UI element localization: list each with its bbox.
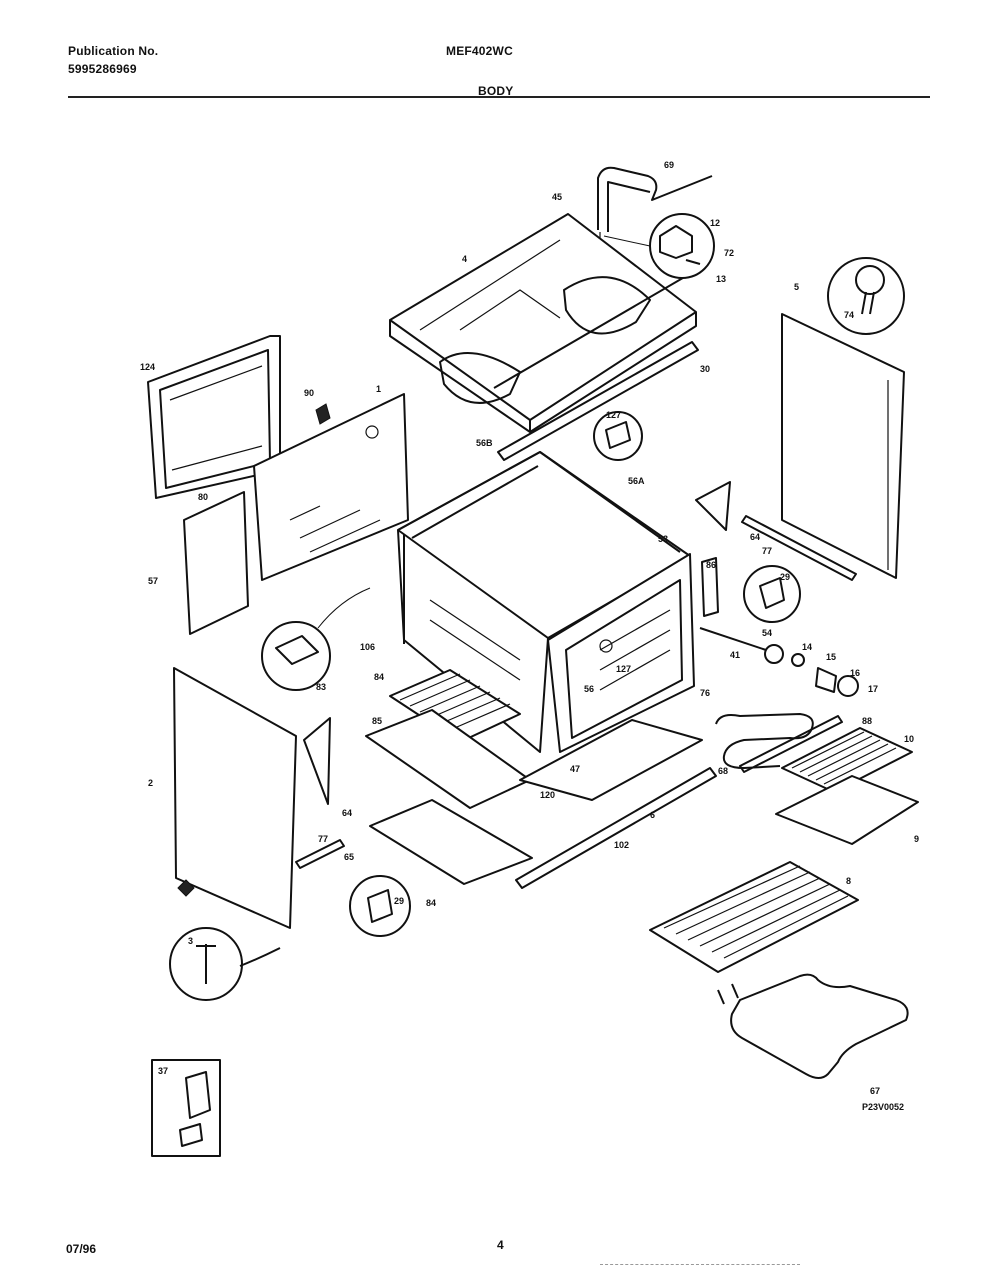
callout-10: 10 bbox=[904, 734, 914, 744]
part-oven-bottom bbox=[519, 719, 703, 801]
part-bake-element bbox=[730, 973, 909, 1079]
footer-page-number: 4 bbox=[497, 1238, 504, 1252]
part-broil-element bbox=[715, 713, 814, 769]
callout-127-top: 127 bbox=[606, 410, 621, 420]
callout-54: 54 bbox=[762, 628, 772, 638]
callout-127-door: 127 bbox=[616, 664, 631, 674]
callout-74: 74 bbox=[844, 310, 854, 320]
part-bracket-left bbox=[303, 717, 331, 805]
callout-67: 67 bbox=[870, 1086, 880, 1096]
publication-number: 5995286969 bbox=[68, 62, 137, 76]
callout-6: 6 bbox=[650, 810, 655, 820]
detail-circle-leveler bbox=[169, 879, 281, 1001]
callout-69: 69 bbox=[664, 160, 674, 170]
part-bake-element-terminals bbox=[717, 983, 739, 1005]
callout-14: 14 bbox=[802, 642, 812, 652]
callout-57: 57 bbox=[148, 576, 158, 586]
detail-circle-clip-right bbox=[743, 565, 801, 623]
publication-label: Publication No. bbox=[68, 44, 159, 58]
part-oven-rack bbox=[649, 861, 859, 973]
part-broiler-grid bbox=[781, 727, 913, 793]
detail-circle-vent-left bbox=[261, 587, 371, 691]
part-side-strip-left bbox=[295, 839, 345, 869]
callout-37: 37 bbox=[158, 1066, 168, 1076]
callout-90: 90 bbox=[304, 388, 314, 398]
detail-circle-switch bbox=[603, 213, 715, 279]
callout-65: 65 bbox=[344, 852, 354, 862]
part-side-strip-right bbox=[741, 515, 857, 581]
callout-15: 15 bbox=[826, 652, 836, 662]
part-trim-strip bbox=[497, 341, 699, 461]
callout-9: 9 bbox=[914, 834, 919, 844]
callout-30: 30 bbox=[700, 364, 710, 374]
part-lower-tray bbox=[369, 799, 533, 885]
callout-83: 83 bbox=[316, 682, 326, 692]
footer-line bbox=[600, 1264, 800, 1265]
part-access-panel bbox=[183, 491, 249, 635]
callout-17: 17 bbox=[868, 684, 878, 694]
callout-120: 120 bbox=[540, 790, 555, 800]
detail-circle-knob bbox=[827, 257, 905, 335]
part-backguard bbox=[147, 335, 281, 499]
callout-13: 13 bbox=[716, 274, 726, 284]
callout-45: 45 bbox=[552, 192, 562, 202]
callout-85: 85 bbox=[372, 716, 382, 726]
callout-56: 56 bbox=[584, 684, 594, 694]
callout-72: 72 bbox=[724, 248, 734, 258]
callout-64-left: 64 bbox=[342, 808, 352, 818]
callout-labels: 69 45 12 72 13 4 5 74 30 124 90 1 127 56… bbox=[140, 160, 919, 1112]
callout-84-rack: 84 bbox=[374, 672, 384, 682]
callout-68: 68 bbox=[718, 766, 728, 776]
callout-53: 53 bbox=[658, 534, 668, 544]
part-rear-panel bbox=[253, 393, 409, 581]
callout-76: 76 bbox=[700, 688, 710, 698]
part-kick-strip bbox=[515, 767, 717, 889]
callout-16: 16 bbox=[850, 668, 860, 678]
part-broiler-pan bbox=[775, 775, 919, 845]
callout-41: 41 bbox=[730, 650, 740, 660]
callout-5: 5 bbox=[794, 282, 799, 292]
callout-3: 3 bbox=[188, 936, 193, 946]
callout-80: 80 bbox=[198, 492, 208, 502]
callout-56A: 56A bbox=[628, 476, 645, 486]
header-rule bbox=[68, 96, 930, 98]
part-bracket-right bbox=[695, 481, 731, 531]
callout-86: 86 bbox=[706, 560, 716, 570]
callout-1: 1 bbox=[376, 384, 381, 394]
drawing-code: P23V0052 bbox=[862, 1102, 904, 1112]
callout-77-left: 77 bbox=[318, 834, 328, 844]
part-cooktop bbox=[389, 213, 701, 433]
detail-circle-clip-left bbox=[349, 875, 411, 937]
callout-64-right: 64 bbox=[750, 532, 760, 542]
callout-77-right: 77 bbox=[762, 546, 772, 556]
callout-102: 102 bbox=[614, 840, 629, 850]
model-number: MEF402WC bbox=[446, 44, 513, 58]
callout-8: 8 bbox=[846, 876, 851, 886]
section-title: BODY bbox=[478, 84, 514, 98]
callout-106: 106 bbox=[360, 642, 375, 652]
part-element-strip bbox=[739, 715, 843, 773]
callout-4: 4 bbox=[462, 254, 467, 264]
part-sensor bbox=[701, 557, 719, 617]
footer-date: 07/96 bbox=[66, 1242, 97, 1256]
callout-47: 47 bbox=[570, 764, 580, 774]
callout-124: 124 bbox=[140, 362, 155, 372]
callout-12: 12 bbox=[710, 218, 720, 228]
part-right-side-panel bbox=[781, 313, 905, 579]
callout-88: 88 bbox=[862, 716, 872, 726]
part-left-side-panel bbox=[173, 667, 297, 929]
callout-2: 2 bbox=[148, 778, 153, 788]
part-oven-front-frame bbox=[547, 553, 695, 753]
callout-29-left: 29 bbox=[394, 896, 404, 906]
inset-box-37 bbox=[151, 1059, 221, 1157]
callout-84-tray: 84 bbox=[426, 898, 436, 908]
part-oven-cavity bbox=[397, 451, 691, 753]
callout-29-right: 29 bbox=[780, 572, 790, 582]
detail-circle-hinge bbox=[593, 411, 643, 461]
callout-56B: 56B bbox=[476, 438, 493, 448]
part-selector-assembly bbox=[699, 627, 859, 697]
